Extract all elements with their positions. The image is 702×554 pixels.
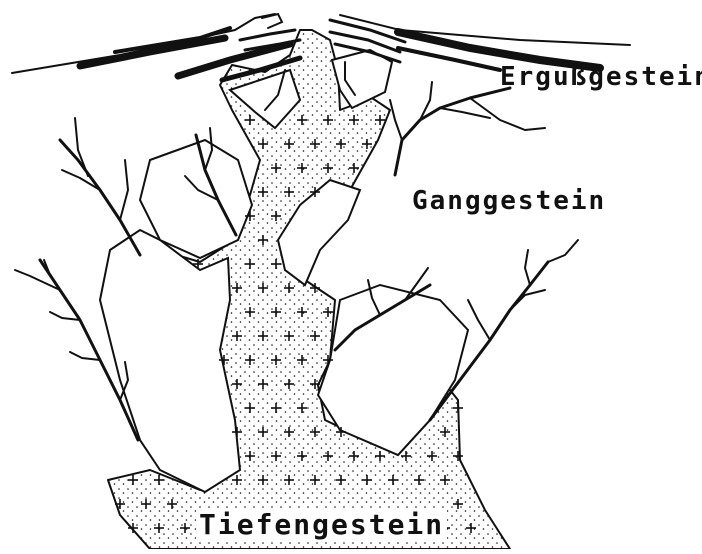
country-rock-block-left [100, 230, 240, 492]
label-volcanic-rock: Ergußgestein [500, 62, 702, 92]
label-plutonic-rock: Tiefengestein [196, 508, 447, 541]
country-rock-block-top-right [332, 50, 392, 108]
label-dike-rock: Ganggestein [412, 186, 606, 216]
